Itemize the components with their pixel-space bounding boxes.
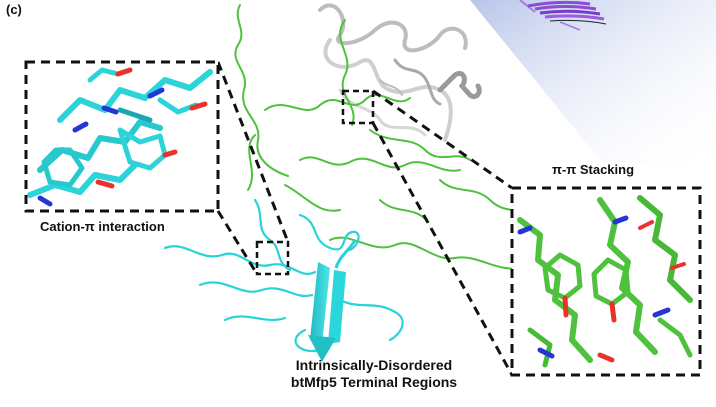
cyan-beta-sheet-icon (308, 239, 357, 362)
small-box-cation-pi (255, 240, 290, 276)
idr-label-line1: Intrinsically-Disordered (295, 357, 453, 373)
zoom-inset-pi-stacking (510, 186, 702, 377)
small-box-pi-stacking (341, 89, 375, 125)
shadow-beam (470, 0, 716, 170)
green-protein-coil-icon (234, 4, 531, 270)
zoom-connectors (216, 61, 514, 376)
idr-label-line2: btMfp5 Terminal Regions (290, 373, 458, 390)
cyan-protein-ribbon-icon (163, 198, 404, 353)
panel-label: (c) (6, 2, 22, 17)
cation-pi-label: Cation-π interaction (40, 219, 165, 234)
gray-protein-ribbon-icon (318, 3, 482, 142)
pi-pi-stacking-label: π-π Stacking (552, 162, 635, 177)
zoom-inset-cation-pi (24, 60, 220, 213)
idr-label: Intrinsically-Disordered btMfp5 Terminal… (262, 357, 486, 391)
amyloid-fibril-icon (519, 0, 607, 31)
